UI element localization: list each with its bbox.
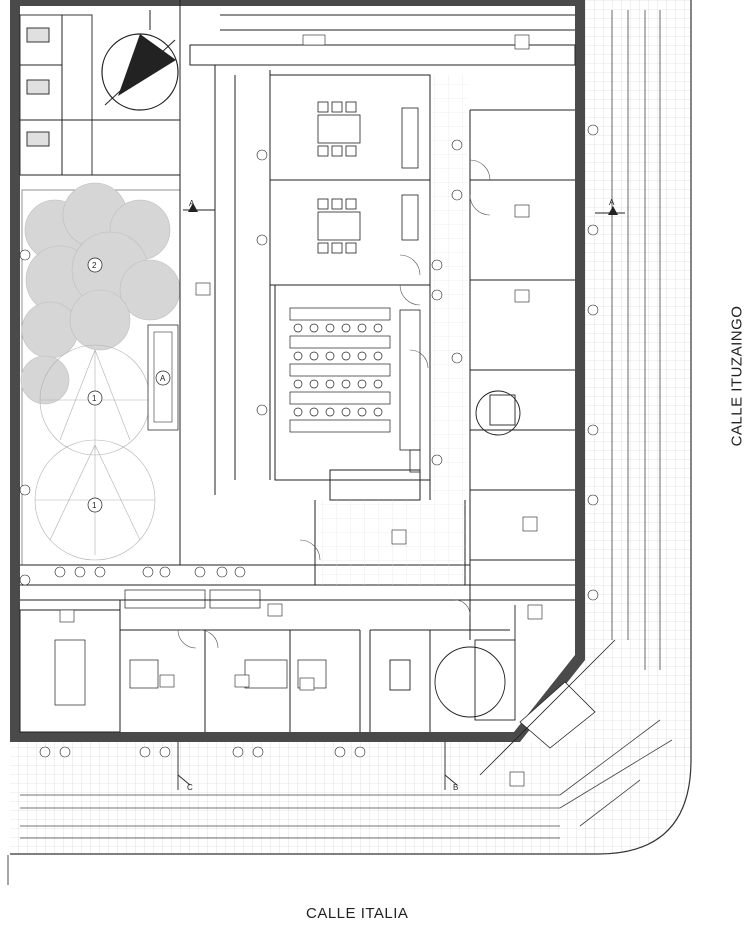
section-marker-label: A (189, 199, 195, 208)
garden-marker-label: 2 (92, 261, 97, 270)
door-swings (177, 159, 491, 649)
garden-markers: 2 1 1 A (87, 257, 171, 513)
garden-marker-label: 1 (92, 501, 97, 510)
section-a-left: A (183, 199, 215, 212)
north-arrow (101, 33, 179, 111)
section-a-right: A (595, 198, 625, 215)
section-marker-label: C (187, 783, 193, 792)
section-b: B (444, 742, 458, 792)
section-marker-label: A (609, 198, 615, 207)
service-rooms-upper-left (19, 14, 180, 176)
bottom-room-furniture (54, 589, 327, 706)
counters (399, 107, 421, 473)
street-label-bottom: CALLE ITALIA (306, 905, 409, 922)
garden-marker-label: 1 (92, 394, 97, 403)
street-label-right: CALLE ITUZAINGO (728, 305, 746, 447)
restroom-area (389, 390, 521, 721)
garden-marker-label: A (160, 374, 166, 383)
classroom-desks (289, 307, 391, 433)
level-tags (19, 124, 599, 758)
building-structure (19, 0, 576, 733)
corner-sign (479, 639, 616, 776)
sidewalk-paving (10, 0, 692, 855)
section-marker-label: B (453, 783, 458, 792)
section-c: C (177, 742, 193, 792)
upper-tables (317, 101, 361, 254)
room-label-boxes (59, 34, 543, 787)
